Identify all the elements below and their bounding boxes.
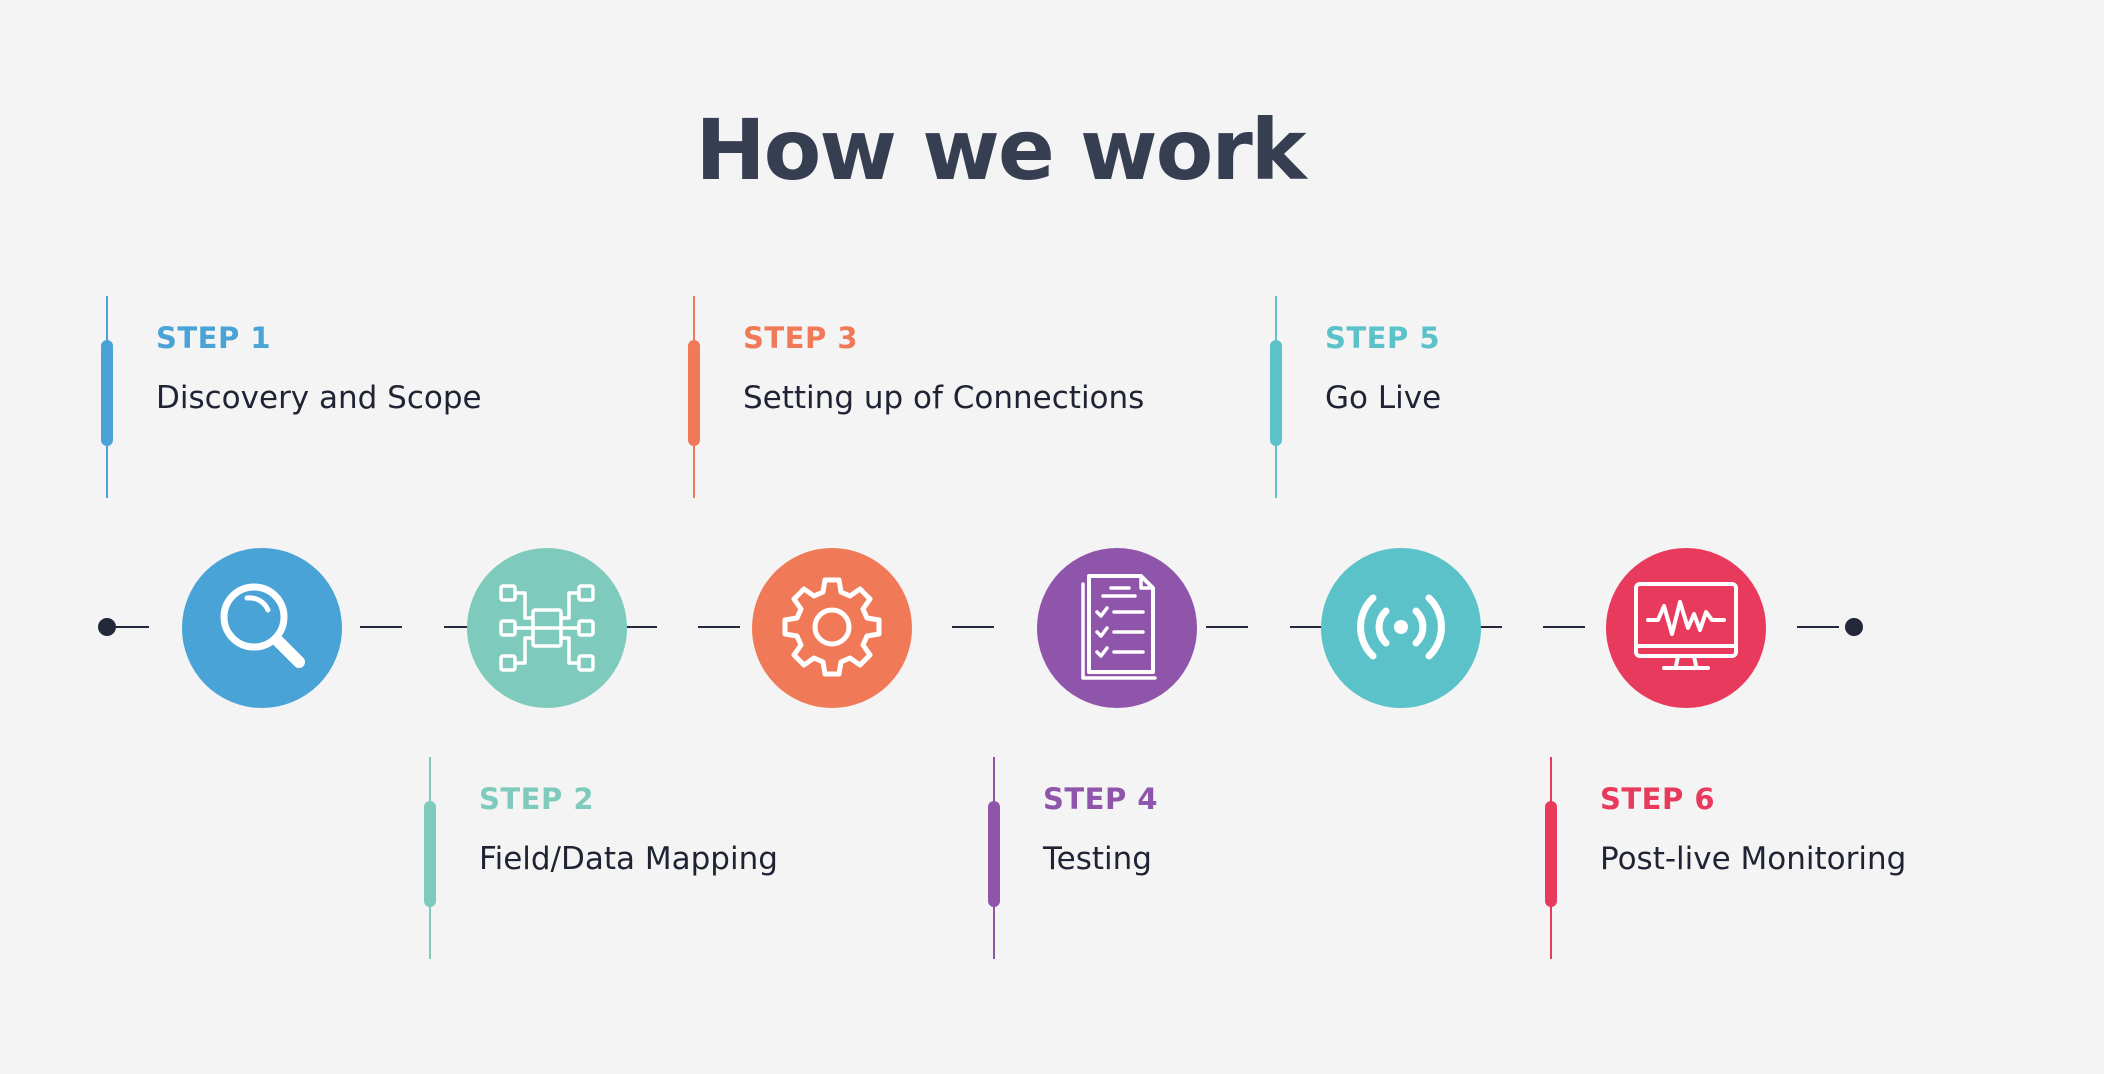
- timeline-connector: [625, 626, 657, 628]
- icon-circle-1: [182, 548, 342, 708]
- step-2-marker: [424, 801, 436, 907]
- timeline-connector: [1797, 626, 1839, 628]
- step-5: STEP 5 Go Live: [1270, 296, 1854, 498]
- broadcast-icon: [1357, 594, 1445, 660]
- timeline-connector: [107, 626, 149, 628]
- step-2: STEP 2 Field/Data Mapping: [424, 757, 1008, 959]
- step-1: STEP 1 Discovery and Scope: [101, 296, 685, 498]
- timeline-end-dot: [1845, 618, 1863, 636]
- timeline-connector: [1543, 626, 1585, 628]
- monitor-pulse-icon: [1634, 582, 1738, 670]
- icon-circle-2: [467, 548, 627, 708]
- step-3: STEP 3 Setting up of Connections: [688, 296, 1272, 498]
- step-6-desc: Post-live Monitoring: [1600, 841, 1907, 877]
- timeline-connector: [698, 626, 740, 628]
- step-1-label: STEP 1: [156, 321, 272, 355]
- step-1-desc: Discovery and Scope: [156, 380, 482, 416]
- timeline-connector: [1206, 626, 1248, 628]
- data-mapping-icon: [499, 584, 595, 672]
- icon-circle-6: [1606, 548, 1766, 708]
- step-2-label: STEP 2: [479, 782, 595, 816]
- step-4: STEP 4 Testing: [988, 757, 1572, 959]
- step-6-marker: [1545, 801, 1557, 907]
- step-5-label: STEP 5: [1325, 321, 1441, 355]
- step-2-desc: Field/Data Mapping: [479, 841, 778, 877]
- magnifier-icon: [220, 583, 305, 668]
- step-5-desc: Go Live: [1325, 380, 1442, 416]
- page-title: How we work: [695, 101, 1306, 199]
- checklist-icon: [1081, 574, 1157, 680]
- timeline-connector: [444, 626, 468, 628]
- timeline-connector: [360, 626, 402, 628]
- icon-circle-5: [1321, 548, 1481, 708]
- step-6: STEP 6 Post-live Monitoring: [1545, 757, 2104, 959]
- timeline-connector: [1480, 626, 1502, 628]
- step-4-desc: Testing: [1043, 841, 1152, 877]
- icon-circle-4: [1037, 548, 1197, 708]
- step-3-desc: Setting up of Connections: [743, 380, 1145, 416]
- step-3-label: STEP 3: [743, 321, 859, 355]
- step-4-marker: [988, 801, 1000, 907]
- icon-circle-3: [752, 548, 912, 708]
- step-1-marker: [101, 340, 113, 446]
- step-3-marker: [688, 340, 700, 446]
- step-4-label: STEP 4: [1043, 782, 1159, 816]
- step-6-label: STEP 6: [1600, 782, 1716, 816]
- gear-icon: [782, 577, 882, 677]
- timeline-connector: [1290, 626, 1322, 628]
- step-5-marker: [1270, 340, 1282, 446]
- timeline-connector: [952, 626, 994, 628]
